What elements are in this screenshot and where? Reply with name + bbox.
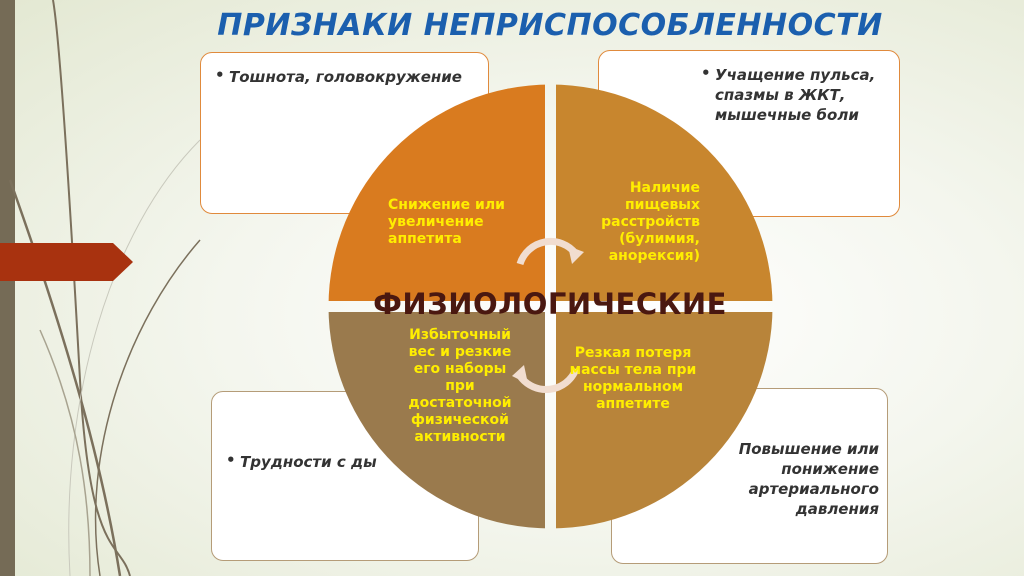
box-text: Трудности с ды	[240, 453, 377, 471]
box-text: Тошнота, головокружение	[229, 68, 462, 86]
slide-title: ПРИЗНАКИ НЕПРИСПОСОБЛЕННОСТИ	[217, 8, 883, 43]
quadrant-circle	[328, 84, 773, 529]
quadrant-text-bottom-right: Резкая потеря массы тела при нормальном …	[569, 345, 697, 412]
red-arrow-marker	[0, 243, 133, 281]
box-text: Повышение или понижение артериального да…	[738, 440, 879, 518]
quadrant-text-top-right: Наличие пищевых расстройств (булимия, ан…	[601, 180, 700, 264]
quadrant-text-bottom-left: Избыточный вес и резкие его наборы при д…	[408, 327, 512, 445]
box-text: Учащение пульса, спазмы в ЖКТ, мышечные …	[715, 66, 876, 124]
decorative-stems	[8, 0, 201, 576]
quadrant-text-top-left: Снижение или увеличение аппетита	[388, 197, 505, 247]
sidebar-bar	[0, 0, 15, 576]
quadrant-top-left	[328, 84, 545, 301]
center-label: ФИЗИОЛОГИЧЕСКИЕ	[373, 287, 727, 321]
